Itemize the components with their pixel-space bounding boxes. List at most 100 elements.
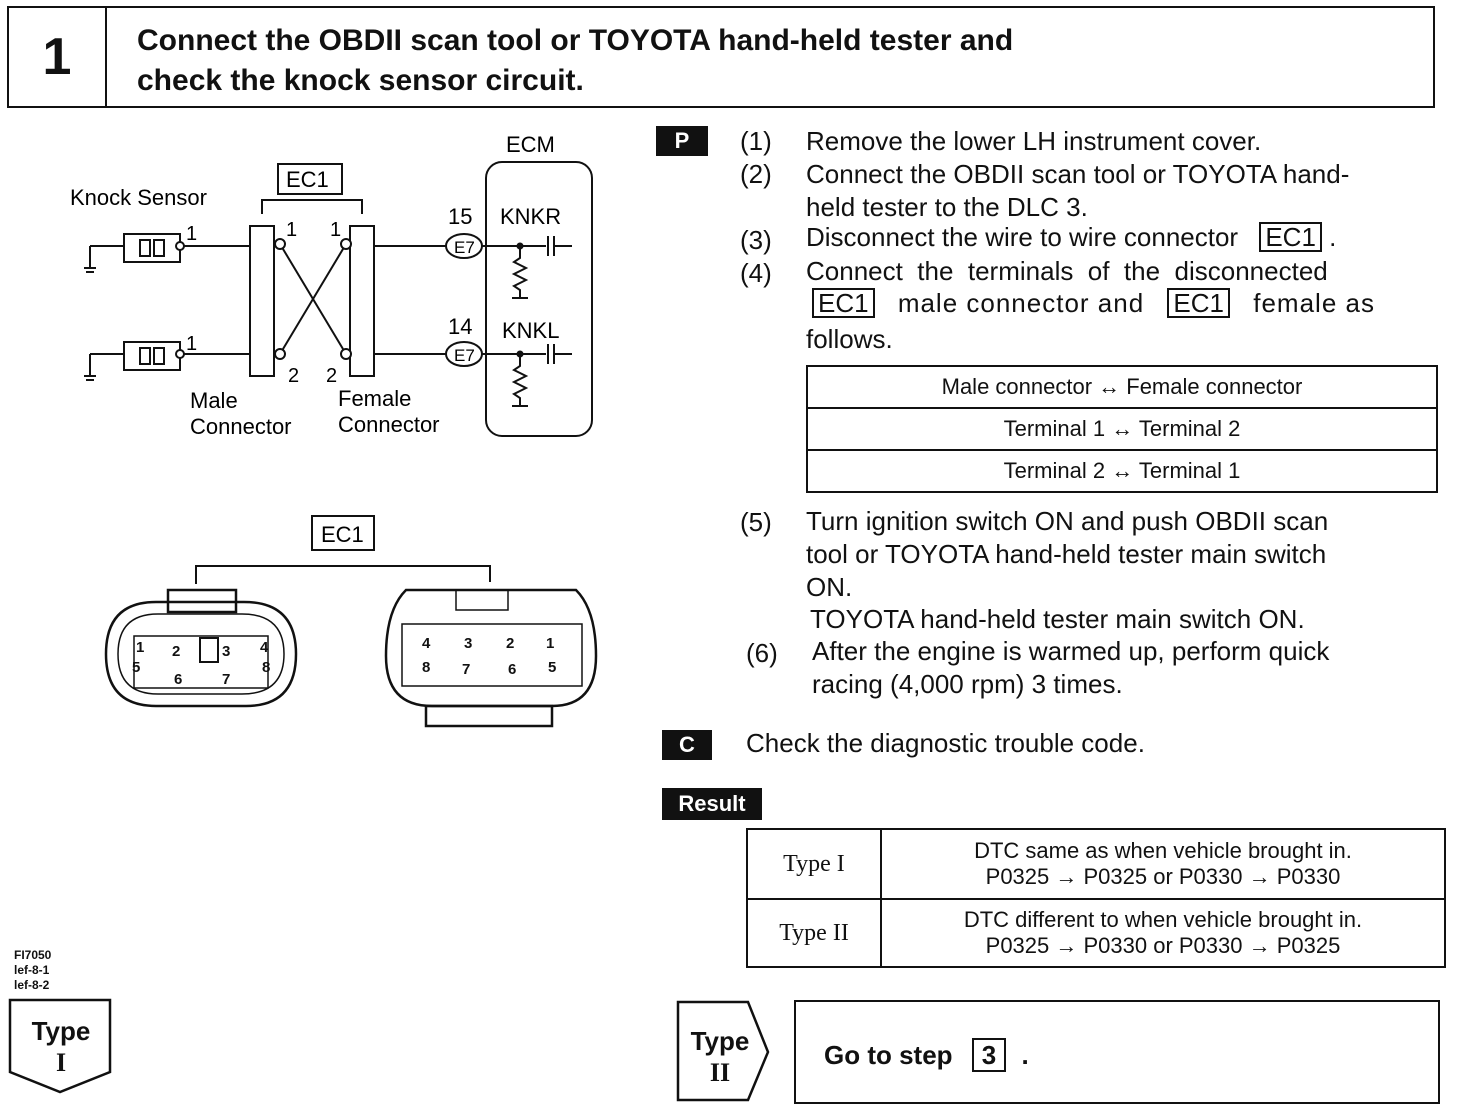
male-pin-4: 4 <box>260 639 269 656</box>
result-table: Type I DTC same as when vehicle brought … <box>746 828 1446 968</box>
ecm-label: ECM <box>506 132 555 157</box>
step-4-num: (4) <box>740 258 772 288</box>
connection-row-1: Terminal 1 ↔ Terminal 2 <box>806 407 1438 451</box>
step-6-cont: racing (4,000 rpm) 3 times. <box>812 669 1123 699</box>
step-5-cont-1: tool or TOYOTA hand-held tester main swi… <box>806 539 1327 569</box>
step-2-cont: held tester to the DLC 3. <box>806 192 1088 222</box>
sensor2-terminal-label: 1 <box>186 333 197 355</box>
check-tag: C <box>662 730 712 760</box>
male-pin-2: 2 <box>172 643 180 660</box>
goto-line: Go to step 3 . <box>824 1038 1029 1072</box>
step-number: 1 <box>9 8 107 106</box>
check-text: Check the diagnostic trouble code. <box>746 728 1145 758</box>
type-i-word: Type <box>31 1016 91 1046</box>
step-3-num: (3) <box>740 225 772 255</box>
result-type-ii-line-2: P0325 → P0330 or P0330 → P0325 <box>985 933 1341 958</box>
step-1-num: (1) <box>740 126 772 156</box>
knock-sensor-label: Knock Sensor <box>70 185 207 210</box>
male-pin-5: 5 <box>132 659 140 676</box>
step-title-line-2: check the knock sensor circuit. <box>137 64 584 97</box>
connector-face-view: EC1 1 2 3 4 5 6 7 8 4 3 2 1 8 7 6 5 <box>104 515 598 728</box>
female-pin-8: 8 <box>422 659 430 676</box>
type-ii-word: Type <box>690 1026 750 1056</box>
ec1-connector-label: EC1 <box>286 167 329 192</box>
result-row-type-i: Type I DTC same as when vehicle brought … <box>746 828 1446 900</box>
goto-tail: . <box>1021 1040 1029 1070</box>
step-4-text: Connect the terminals of the disconnecte… <box>806 256 1328 286</box>
result-type-i-line-2: P0325 → P0325 or P0330 → P0330 <box>985 864 1341 889</box>
step-5-text: Turn ignition switch ON and push OBDII s… <box>806 506 1329 536</box>
male-pin-7: 7 <box>222 671 230 688</box>
male-pin-6: 6 <box>174 671 182 688</box>
step-2-num: (2) <box>740 159 772 189</box>
goto-box: Go to step 3 . <box>794 1000 1440 1104</box>
result-type-ii-desc: DTC different to when vehicle brought in… <box>880 898 1446 968</box>
step-4-female-box: EC1 <box>1167 288 1230 318</box>
e7-lower-label: E7 <box>454 346 475 365</box>
step-3-text: Disconnect the wire to wire connector <box>806 222 1239 252</box>
figure-codes: FI7050 lef-8-1 lef-8-2 <box>14 948 51 993</box>
result-type-i: Type I <box>746 828 882 900</box>
step-4-tail: female as <box>1253 288 1375 318</box>
step-5-cont-3: TOYOTA hand-held tester main switch ON. <box>810 604 1305 634</box>
result-tag: Result <box>662 788 762 820</box>
female-pin-5: 5 <box>548 659 556 676</box>
male-terminal-1-label: 1 <box>286 219 297 241</box>
female-pin-7: 7 <box>462 661 470 678</box>
female-terminal-2-label: 2 <box>326 365 337 387</box>
male-pin-8: 8 <box>262 659 270 676</box>
female-pin-6: 6 <box>508 661 516 678</box>
e7-upper-label: E7 <box>454 238 475 257</box>
female-terminal-1-label: 1 <box>330 219 341 241</box>
male-pin-1: 1 <box>136 639 144 656</box>
type-i-pentagon <box>8 998 112 1094</box>
female-connector-label-2: Connector <box>338 412 440 437</box>
connection-table: Male connector ↔ Female connector Termin… <box>806 365 1438 493</box>
male-pin-3: 3 <box>222 643 230 660</box>
result-row-type-ii: Type II DTC different to when vehicle br… <box>746 898 1446 968</box>
male-terminal-2-label: 2 <box>288 365 299 387</box>
step-4-cont: follows. <box>806 324 893 354</box>
knkr-label: KNKR <box>500 204 561 229</box>
pin-15-label: 15 <box>448 204 472 229</box>
step-3-tail: . <box>1329 222 1337 252</box>
step-4-male-box: EC1 <box>812 288 875 318</box>
knkl-label: KNKL <box>502 318 559 343</box>
step-title-line-1: Connect the OBDII scan tool or TOYOTA ha… <box>137 24 1014 57</box>
type-i-num: I <box>55 1048 67 1077</box>
connection-table-header: Male connector ↔ Female connector <box>806 365 1438 409</box>
goto-text: Go to step <box>824 1040 953 1070</box>
step-3-line: Disconnect the wire to wire connector EC… <box>806 222 1336 253</box>
female-pin-4: 4 <box>422 635 431 652</box>
female-pin-2: 2 <box>506 635 514 652</box>
result-type-ii: Type II <box>746 898 882 968</box>
pin-14-label: 14 <box>448 314 472 339</box>
step-5-num: (5) <box>740 507 772 537</box>
male-connector-label-2: Connector <box>190 414 292 439</box>
procedure-tag: P <box>656 126 708 156</box>
result-type-ii-line-1: DTC different to when vehicle brought in… <box>963 907 1363 932</box>
step-2-text: Connect the OBDII scan tool or TOYOTA ha… <box>806 159 1350 189</box>
step-4-line-2: EC1 male connector and EC1 female as <box>812 288 1375 319</box>
type-ii-arrow <box>676 1000 770 1102</box>
figure-code-3: lef-8-2 <box>14 978 50 992</box>
female-pin-3: 3 <box>464 635 472 652</box>
female-pin-1: 1 <box>546 635 554 652</box>
step-4-mid: male connector and <box>897 288 1145 318</box>
result-type-i-desc: DTC same as when vehicle brought in. P03… <box>880 828 1446 900</box>
step-header: 1 Connect the OBDII scan tool or TOYOTA … <box>7 6 1435 108</box>
male-connector-face <box>104 588 298 708</box>
connection-row-2: Terminal 2 ↔ Terminal 1 <box>806 449 1438 493</box>
male-connector-label-1: Male <box>190 388 238 413</box>
goto-step-box[interactable]: 3 <box>971 1038 1007 1072</box>
step-3-connector-box: EC1 <box>1259 222 1322 252</box>
figure-code-2: lef-8-1 <box>14 963 50 977</box>
step-6-text: After the engine is warmed up, perform q… <box>812 636 1330 666</box>
result-type-i-line-1: DTC same as when vehicle brought in. <box>974 838 1352 863</box>
female-connector-label-1: Female <box>338 386 411 411</box>
ec1-view-label: EC1 <box>321 522 364 547</box>
wiring-diagram: ECM EC1 Knock Sensor 1 1 1 1 2 2 Male Co… <box>70 132 593 439</box>
type-ii-num: II <box>709 1058 731 1087</box>
step-6-num: (6) <box>746 638 778 668</box>
step-5-cont-2: ON. <box>806 572 853 602</box>
